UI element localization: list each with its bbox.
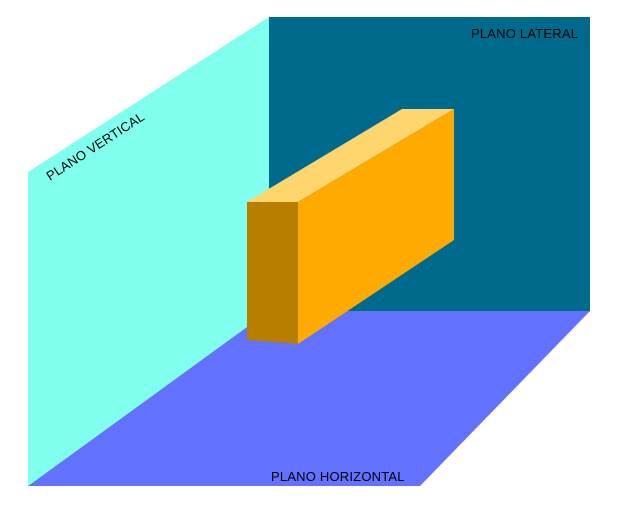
label-plano-horizontal: PLANO HORIZONTAL: [271, 469, 405, 484]
label-plano-lateral: PLANO LATERAL: [471, 26, 578, 41]
block-front-face: [298, 109, 454, 344]
vertical-plane: [28, 17, 269, 486]
horizontal-plane: [28, 311, 590, 486]
block-top-face: [247, 109, 454, 202]
block-side-face: [247, 202, 298, 344]
